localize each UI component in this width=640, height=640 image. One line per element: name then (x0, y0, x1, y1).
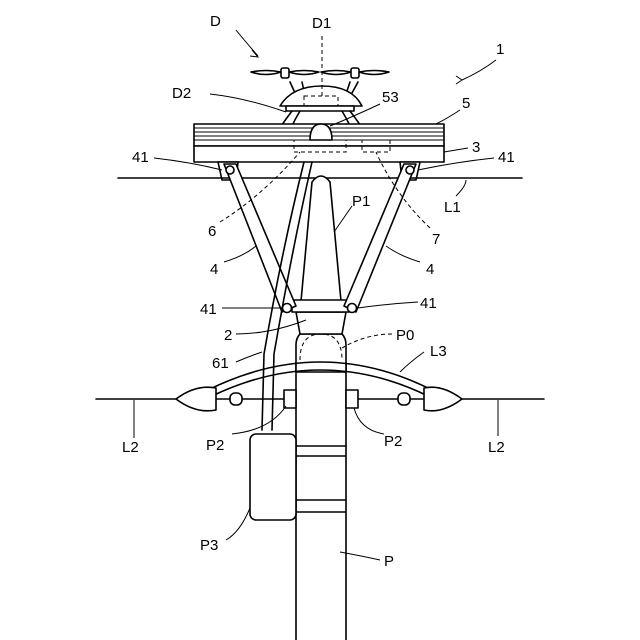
leader-5 (436, 110, 460, 124)
leader-P3 (226, 508, 250, 540)
leader-P2-right (354, 408, 384, 434)
label-L3: L3 (430, 343, 447, 360)
label-ref-53: 53 (382, 89, 399, 106)
base-3 (194, 146, 444, 162)
clamp-right (398, 393, 410, 405)
connector-53 (310, 124, 332, 140)
insulator-right (424, 387, 462, 411)
clamp-left (230, 393, 242, 405)
label-L1: L1 (444, 199, 461, 216)
label-ref-5: 5 (462, 95, 470, 112)
label-ref-7: 7 (432, 231, 440, 248)
label-D: D (210, 13, 221, 30)
label-4-left: 4 (210, 261, 218, 278)
propeller-right (321, 68, 389, 78)
leader-41-lr (358, 302, 418, 308)
pivot-lower-left (283, 304, 292, 313)
label-L2-left: L2 (122, 439, 139, 456)
strut-4-right (344, 164, 416, 312)
label-D2: D2 (172, 85, 191, 102)
leader-L1 (456, 180, 466, 196)
label-ref-61: 61 (212, 355, 229, 372)
pivot-lower-right (348, 304, 357, 313)
label-41-lower-left: 41 (200, 301, 217, 318)
label-41-lower-right: 41 (420, 295, 437, 312)
leader-1 (462, 60, 496, 80)
wire-L2 (96, 387, 544, 411)
label-P: P (384, 553, 394, 570)
label-P0: P0 (396, 327, 414, 344)
leader-D2 (210, 94, 286, 112)
label-ref-3: 3 (472, 139, 480, 156)
pole-P (296, 362, 346, 640)
mount-P2-right (346, 390, 358, 408)
leader-P0 (342, 334, 392, 348)
label-ref-6: 6 (208, 223, 216, 240)
leader-4-left (224, 246, 256, 262)
sleeve-2 (296, 312, 346, 334)
drone-base (286, 106, 354, 111)
label-ref-1: 1 (496, 41, 504, 58)
label-41-upper-right: 41 (498, 149, 515, 166)
leader-3 (444, 148, 468, 152)
leader-4-right (386, 246, 420, 262)
label-L2-right: L2 (488, 439, 505, 456)
leader-D (236, 30, 258, 56)
propeller-left (251, 68, 319, 78)
label-P1: P1 (352, 193, 370, 210)
leader-61 (236, 352, 262, 362)
label-P2-left: P2 (206, 437, 224, 454)
pivot-upper-right (406, 166, 414, 174)
leader-L3 (400, 352, 424, 372)
leader-2 (236, 320, 306, 334)
label-P2-right: P2 (384, 433, 402, 450)
column-P1 (300, 176, 342, 312)
leader-1-arrow (456, 76, 462, 84)
label-D1: D1 (312, 15, 331, 32)
label-4-right: 4 (426, 261, 434, 278)
lower-crossbar (292, 300, 352, 312)
box-P3 (250, 434, 296, 520)
pivot-upper-left (226, 166, 234, 174)
leader-P1 (334, 206, 352, 232)
pole-assembly (292, 176, 352, 640)
label-P3: P3 (200, 537, 218, 554)
leader-P2-left (232, 406, 286, 434)
pole-top-P0 (296, 334, 346, 372)
label-41-upper-left: 41 (132, 149, 149, 166)
mount-P2-left (284, 390, 296, 408)
label-ref-2: 2 (224, 327, 232, 344)
insulator-left (176, 387, 216, 411)
